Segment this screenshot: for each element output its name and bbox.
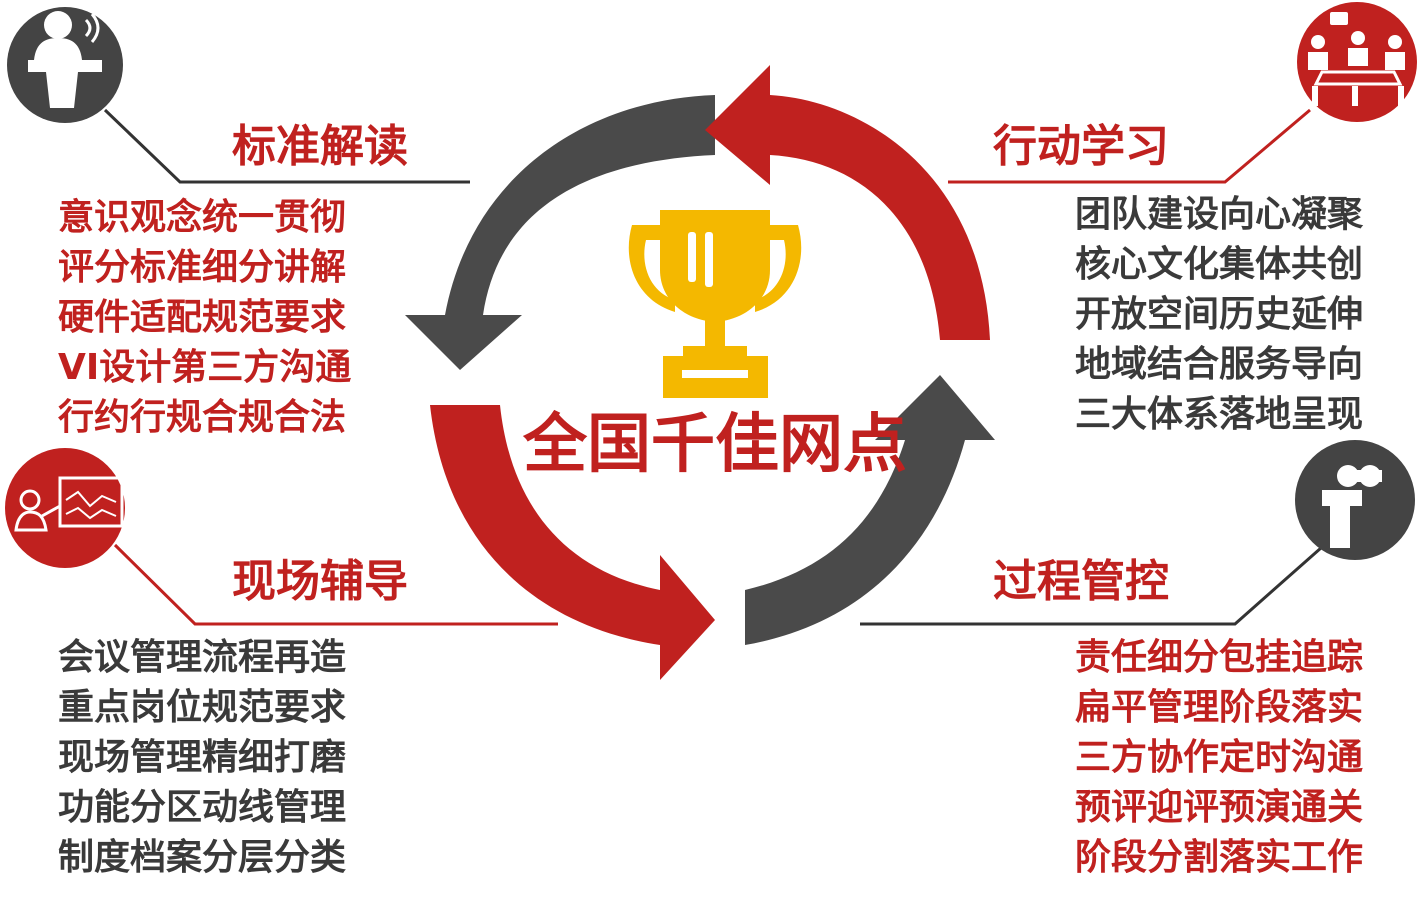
list-item: 核心文化集体共创 <box>1074 244 1363 285</box>
heading-standard: 标准解读 <box>232 121 408 172</box>
list-item: 预评迎评预演通关 <box>1074 787 1363 828</box>
list-item: 团队建设向心凝聚 <box>1074 194 1363 235</box>
trophy-icon <box>628 210 802 398</box>
heading-onsite: 现场辅导 <box>232 556 408 607</box>
list-standard: 意识观念统一贯彻 评分标准细分讲解 硬件适配规范要求 VI设计第三方沟通 行约行… <box>58 193 351 443</box>
list-process: 责任细分包挂追踪 扁平管理阶段落实 三方协作定时沟通 预评迎评预演通关 阶段分割… <box>1075 633 1363 883</box>
arrow-red-top <box>705 65 990 340</box>
list-item: 功能分区动线管理 <box>58 787 347 828</box>
meeting-table-icon <box>1297 2 1417 122</box>
list-item: VI设计第三方沟通 <box>58 347 352 388</box>
list-item: 地域结合服务导向 <box>1074 344 1363 385</box>
arrow-dark-right <box>745 375 995 645</box>
center-title: 全国千佳网点 <box>523 408 907 482</box>
connector-onsite <box>113 543 558 626</box>
list-item: 会议管理流程再造 <box>58 637 347 678</box>
heading-process: 过程管控 <box>993 556 1169 607</box>
binoculars-person-icon <box>1295 440 1415 560</box>
list-item: 三大体系落地呈现 <box>1074 394 1363 435</box>
list-item: 扁平管理阶段落实 <box>1074 687 1363 728</box>
presenter-chart-icon <box>5 448 125 568</box>
connector-action <box>948 108 1311 184</box>
connector-process <box>860 538 1331 626</box>
heading-action: 行动学习 <box>993 121 1169 172</box>
list-onsite: 会议管理流程再造 重点岗位规范要求 现场管理精细打磨 功能分区动线管理 制度档案… <box>58 633 346 883</box>
list-item: 制度档案分层分类 <box>58 837 347 878</box>
connector-standard <box>103 108 470 184</box>
list-item: 责任细分包挂追踪 <box>1074 637 1363 678</box>
arrow-red-bottom <box>430 405 715 680</box>
speaker-at-podium-icon <box>7 7 123 123</box>
list-item: 开放空间历史延伸 <box>1074 294 1363 335</box>
list-item: 重点岗位规范要求 <box>58 687 347 728</box>
list-item: 意识观念统一贯彻 <box>58 197 347 238</box>
list-item: 三方协作定时沟通 <box>1074 737 1363 778</box>
list-item: 行约行规合规合法 <box>58 397 347 438</box>
list-item: 评分标准细分讲解 <box>58 247 347 288</box>
arrow-dark-left <box>405 95 715 370</box>
list-item: 现场管理精细打磨 <box>58 737 347 778</box>
list-item: 阶段分割落实工作 <box>1074 837 1363 878</box>
list-action: 团队建设向心凝聚 核心文化集体共创 开放空间历史延伸 地域结合服务导向 三大体系… <box>1075 190 1363 440</box>
list-item: 硬件适配规范要求 <box>58 297 347 338</box>
